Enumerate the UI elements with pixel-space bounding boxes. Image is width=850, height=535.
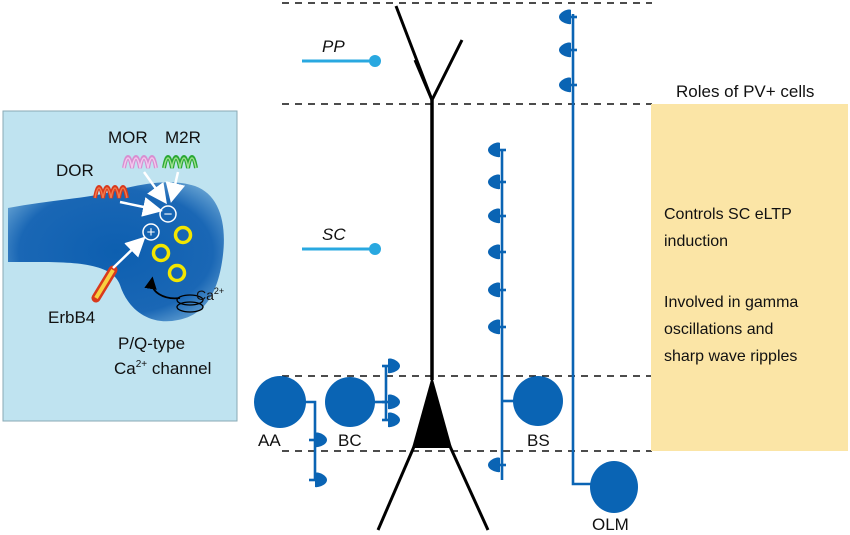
sc-input: SC [302, 225, 381, 255]
synaptic-bouton [315, 432, 327, 448]
layer-boundaries [282, 2, 652, 452]
synaptic-bouton [488, 319, 500, 335]
role-1-line1: Controls SC eLTP [664, 206, 792, 223]
m2r-label: M2R [165, 128, 201, 147]
synaptic-bouton [488, 142, 500, 158]
pp-label: PP [322, 37, 345, 56]
vesicle [151, 243, 171, 263]
synaptic-bouton [488, 174, 500, 190]
erbb4-receptor-core [94, 268, 115, 300]
aa-boutons [309, 432, 327, 488]
synaptic-bouton [559, 77, 571, 93]
mor-label: MOR [108, 128, 148, 147]
axon-terminal [8, 182, 224, 322]
pyramidal-cell [376, 5, 490, 531]
role-2-line1: Involved in gamma [664, 294, 798, 311]
dor-arrow [119, 197, 163, 217]
bs-cell [488, 142, 563, 480]
olm-axon [571, 14, 592, 486]
aa-cell [254, 376, 327, 488]
apical-tuft-branch [430, 39, 464, 101]
vesicle [167, 263, 187, 283]
minus-sign: − [164, 206, 173, 223]
interneurons [254, 9, 638, 513]
aa-axon [305, 400, 317, 480]
pq-calcium-channel-icon [176, 294, 204, 313]
basal-dendrite [446, 441, 490, 531]
olm-cell [559, 9, 638, 513]
mor-arrow [142, 171, 167, 205]
dor-label: DOR [56, 161, 94, 180]
erbb4-arrow [112, 236, 146, 269]
synaptic-bouton [488, 457, 500, 473]
roles-title: Roles of PV+ cells [676, 82, 814, 101]
olm-boutons [559, 9, 577, 93]
erbb4-label: ErbB4 [48, 308, 95, 327]
bc-soma [325, 377, 375, 427]
calcium-ion-label: Ca2+ [196, 286, 224, 303]
synaptic-bouton [559, 9, 571, 25]
synaptic-bouton [388, 412, 400, 428]
sc-terminal-icon [369, 243, 381, 255]
synaptic-bouton [388, 358, 400, 374]
olm-soma [590, 461, 638, 513]
bc-cell [325, 358, 400, 428]
bs-soma [513, 376, 563, 426]
bc-label: BC [338, 431, 362, 450]
minus-sign-icon [159, 205, 177, 223]
role-2-line3: sharp wave ripples [664, 348, 797, 365]
plus-sign-icon [142, 223, 160, 241]
synaptic-bouton [488, 208, 500, 224]
aa-soma [254, 376, 306, 428]
synaptic-bouton [488, 244, 500, 260]
bs-boutons [488, 142, 506, 473]
apical-tuft-branch [413, 59, 434, 101]
role-1-line2: induction [664, 233, 728, 250]
channel-label-line1: P/Q-type [118, 334, 185, 353]
channel-label-line2: Ca2+ channel [114, 359, 211, 378]
basal-dendrite [376, 441, 418, 531]
synaptic-bouton [315, 472, 327, 488]
synapse-inset-panel: − + Ca2+ DOR MOR M2R ErbB4 P/Q-type Ca2+… [2, 110, 238, 422]
sc-label: SC [322, 225, 346, 244]
aa-label: AA [258, 431, 281, 450]
m2r-arrow [165, 171, 186, 203]
vesicle [173, 225, 193, 245]
synaptic-bouton [488, 282, 500, 298]
m2r-receptor-icon [162, 155, 198, 169]
mor-receptor-icon [122, 155, 158, 169]
plus-sign: + [147, 224, 156, 241]
pp-terminal-icon [369, 55, 381, 67]
pyramidal-soma [412, 376, 452, 448]
synaptic-bouton [559, 42, 571, 58]
roles-panel [651, 104, 848, 451]
calcium-influx-arrow [144, 276, 181, 300]
olm-label: OLM [592, 515, 629, 534]
bs-label: BS [527, 431, 550, 450]
pp-input: PP [302, 37, 381, 67]
bc-boutons [382, 358, 400, 428]
dor-receptor-icon [93, 185, 129, 199]
synaptic-bouton [388, 394, 400, 410]
role-2-line2: oscillations and [664, 321, 773, 338]
